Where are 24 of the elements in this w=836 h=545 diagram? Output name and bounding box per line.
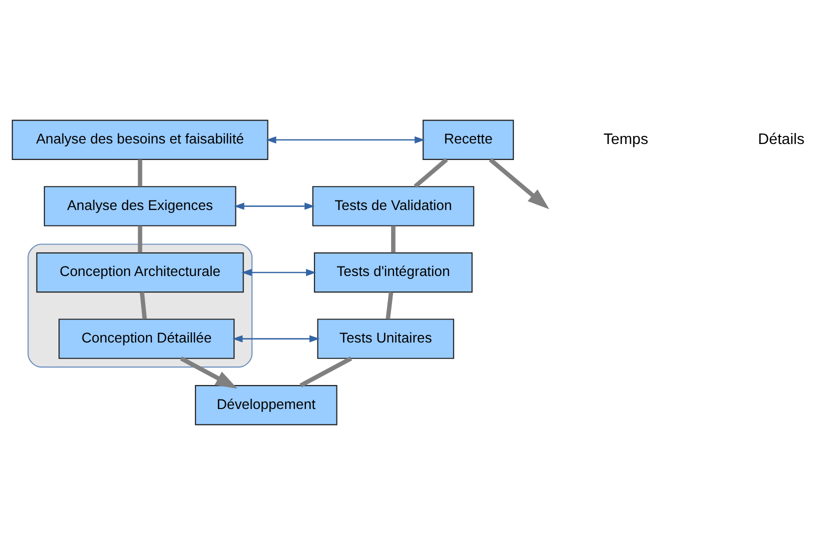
label: Détails [758,130,805,148]
arrow [488,158,550,210]
connector [140,292,147,320]
node-box: Tests Unitaires [317,318,454,359]
arrow [234,202,315,210]
node-box: Analyse des besoins et faisabilité [12,120,268,160]
node-box: Développement [194,384,338,426]
arrow [241,268,316,276]
node-box: Tests de Validation [312,186,474,226]
connector [300,356,352,388]
arrow [180,356,238,389]
node-box: Conception Détaillée [58,318,235,359]
node-box: Conception Architecturale [36,252,244,293]
node-box: Tests d'intégration [314,252,473,293]
node-box: Analyse des Exigences [44,186,236,226]
connector [386,292,394,320]
connector [138,226,142,253]
arrow [232,335,320,342]
label: Temps [603,130,648,148]
connector [414,158,448,188]
arrow [266,136,425,144]
connector [391,226,396,253]
node-box: Recette [422,120,514,160]
connector [138,160,142,186]
